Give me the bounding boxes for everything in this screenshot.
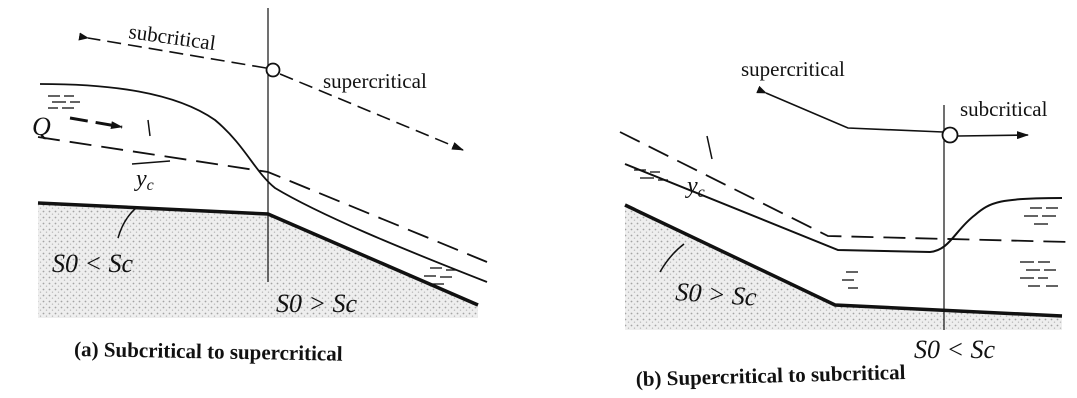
panel-a: subcritical supercritical Q yc S0 < Sc S… — [32, 8, 488, 366]
label-yc-b: yc — [685, 173, 705, 201]
label-slope-downstream-b: S0 < Sc — [914, 335, 996, 364]
flow-arrow-a — [69, 116, 123, 130]
label-slope-downstream-a: S0 > Sc — [276, 289, 358, 318]
label-subcritical-b: subcritical — [960, 97, 1048, 121]
label-subcritical-a: subcritical — [127, 19, 217, 55]
subcritical-arrow-b — [957, 131, 1029, 140]
supercritical-arrow-b — [756, 85, 944, 133]
panel-b: supercritical subcritical yc S0 > Sc S0 … — [619, 57, 1071, 391]
water-hatch-downstream-b — [1020, 207, 1058, 287]
yc-tick-b — [706, 135, 713, 160]
channel-bed-b — [624, 203, 1063, 318]
label-yc-sub-b: c — [698, 184, 705, 201]
caption-b: (b) Supercritical to subcritical — [636, 360, 906, 391]
label-slope-upstream-a: S0 < Sc — [52, 249, 134, 278]
label-yc-main-a: y — [134, 166, 147, 192]
yc-tick-a — [147, 119, 151, 137]
bed-soil-b — [625, 205, 1062, 330]
critical-depth-line-b — [619, 131, 1071, 243]
slope-leader-a — [117, 207, 137, 239]
control-point-b — [941, 126, 959, 144]
water-hatch-jump-b — [842, 271, 858, 289]
water-hatch-upstream-b — [634, 169, 668, 181]
label-flow-a: Q — [32, 112, 51, 141]
caption-a: (a) Subcritical to supercritical — [74, 337, 343, 366]
label-supercritical-b: supercritical — [741, 57, 845, 81]
supercritical-arrow-a — [279, 73, 464, 151]
label-supercritical-a: supercritical — [323, 69, 427, 93]
water-hatch-upstream-a — [48, 95, 80, 109]
slope-leader-b — [659, 243, 685, 273]
control-point-a — [265, 62, 281, 78]
bed-soil-a — [38, 203, 478, 318]
label-yc-main-b: y — [685, 173, 698, 199]
label-yc-sub-a: c — [147, 177, 154, 194]
label-slope-upstream-b: S0 > Sc — [675, 277, 758, 312]
label-yc-a: yc — [134, 166, 154, 194]
subcritical-arrow-a — [78, 32, 267, 69]
water-surface-b — [624, 163, 1063, 254]
water-surface-a — [39, 83, 488, 283]
yc-underline-a — [131, 160, 171, 165]
water-hatch-downstream-a — [424, 267, 456, 285]
